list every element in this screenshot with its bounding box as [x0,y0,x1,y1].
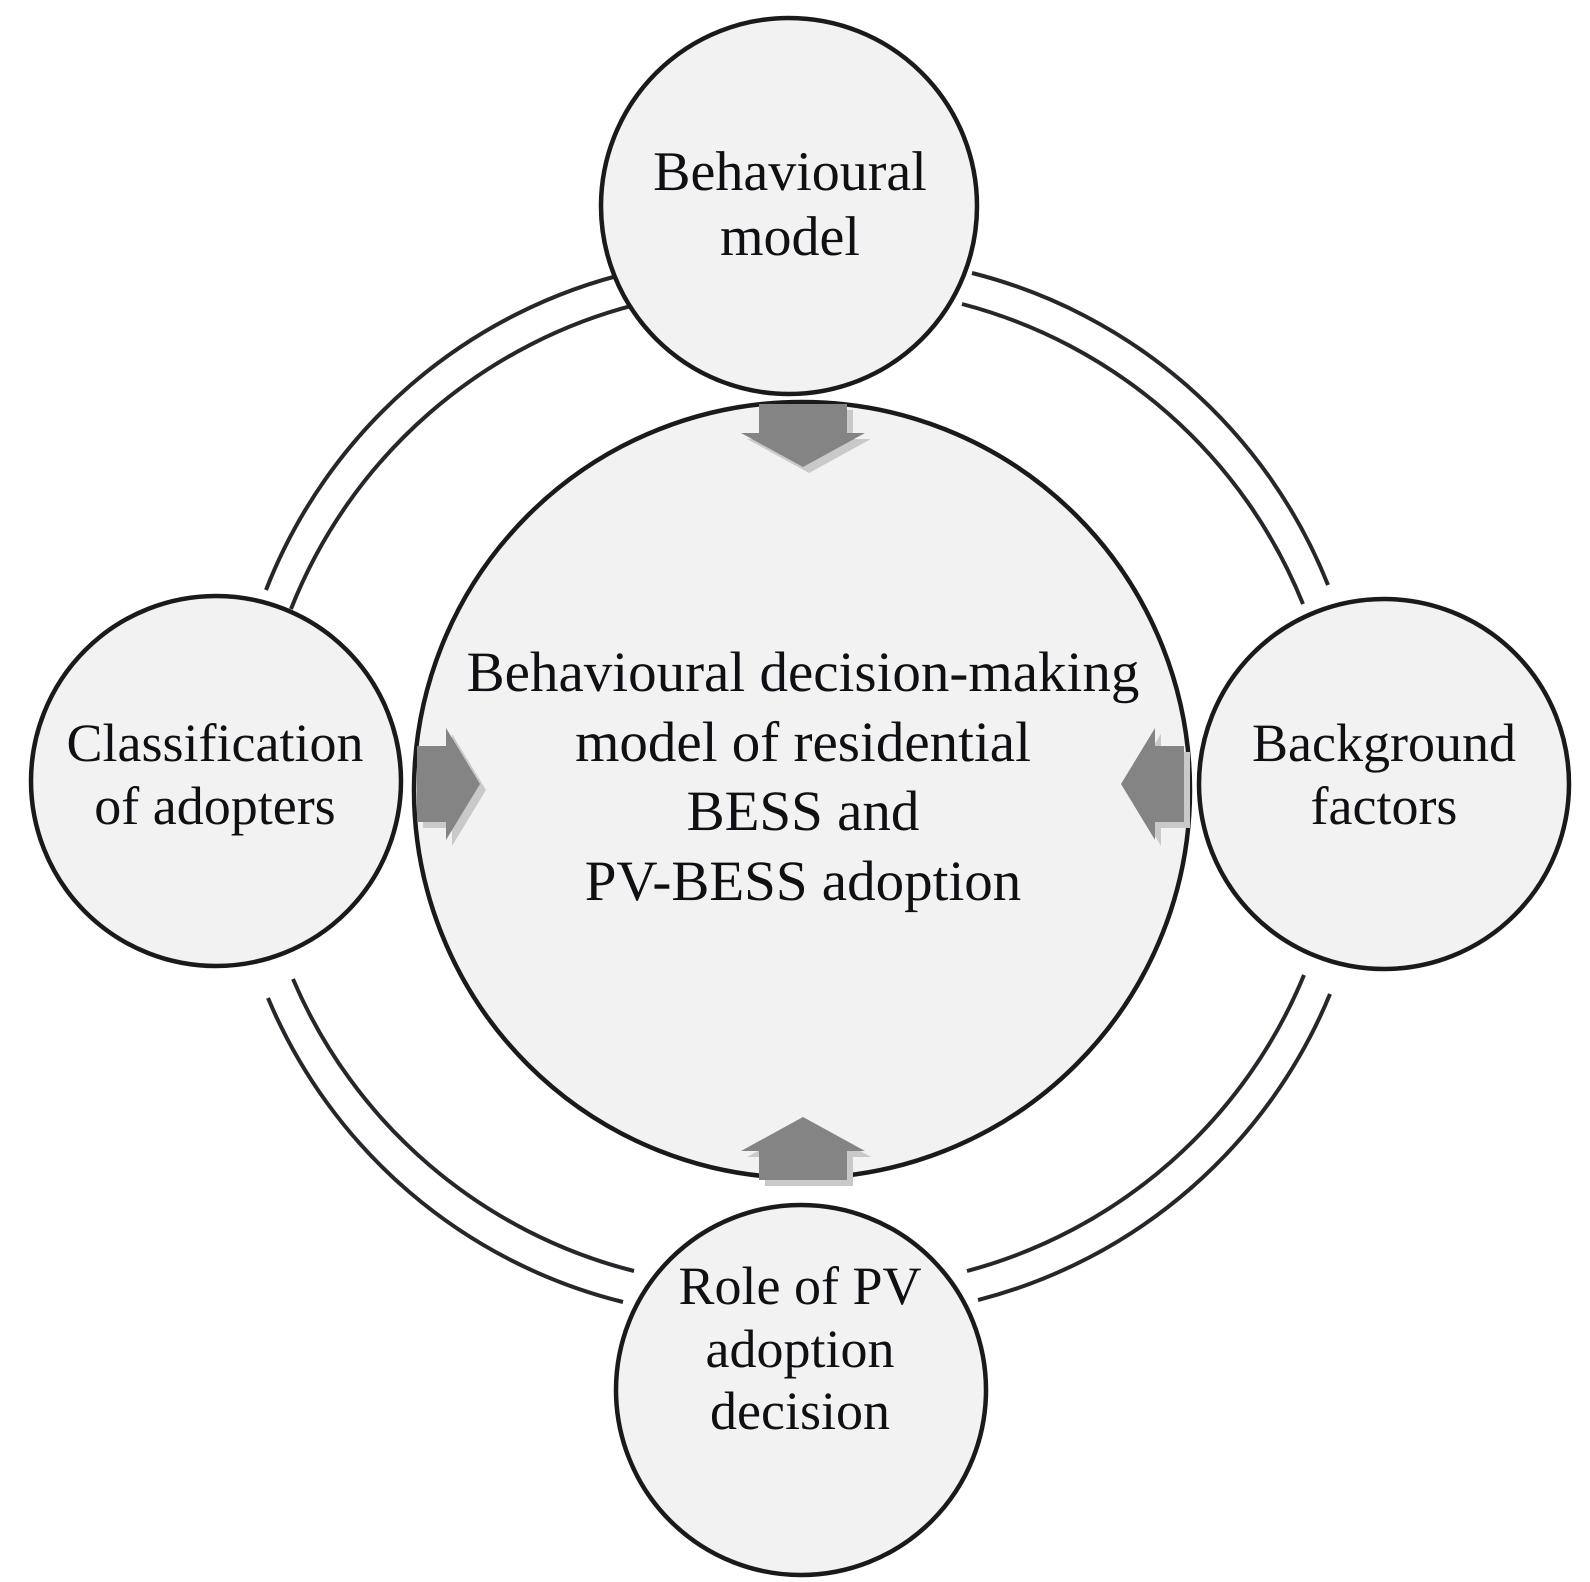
ring-arc-inner-tr [961,302,1305,605]
ring-arc-inner-br [966,974,1306,1273]
arrow-left-icon [1121,728,1184,840]
node-circle-behavioural-model[interactable] [598,15,980,397]
arrow-up-bottom-to-hub [741,1117,871,1186]
arrow-up-icon [741,1117,865,1180]
ring-segment-top-left [264,270,644,610]
arrow-right-left-to-hub [417,728,486,846]
ring-arc-outer-tl [264,270,634,591]
node-circle-classification-of-adopters[interactable] [28,593,404,969]
ring-arc-inner-tl [289,301,644,610]
arrow-down-top-to-hub [741,404,871,473]
ring-segment-top-right [961,271,1330,605]
arrow-right-icon [417,728,480,840]
node-circle-role-of-pv-adoption-decision[interactable] [613,1202,989,1578]
ring-arc-inner-bl [291,978,635,1273]
arrow-down-icon [741,404,865,467]
ring-arc-outer-tr [971,271,1330,586]
hub-circle[interactable] [411,399,1193,1181]
ring-segment-bottom-left [266,978,635,1304]
arrow-left-right-to-hub [1121,728,1190,846]
ring-segment-bottom-right [966,974,1332,1302]
ring-arc-outer-bl [266,997,624,1304]
outer-double-ring [264,270,1332,1304]
ring-arc-outer-br [977,993,1332,1302]
node-circle-background-factors[interactable] [1196,596,1572,972]
